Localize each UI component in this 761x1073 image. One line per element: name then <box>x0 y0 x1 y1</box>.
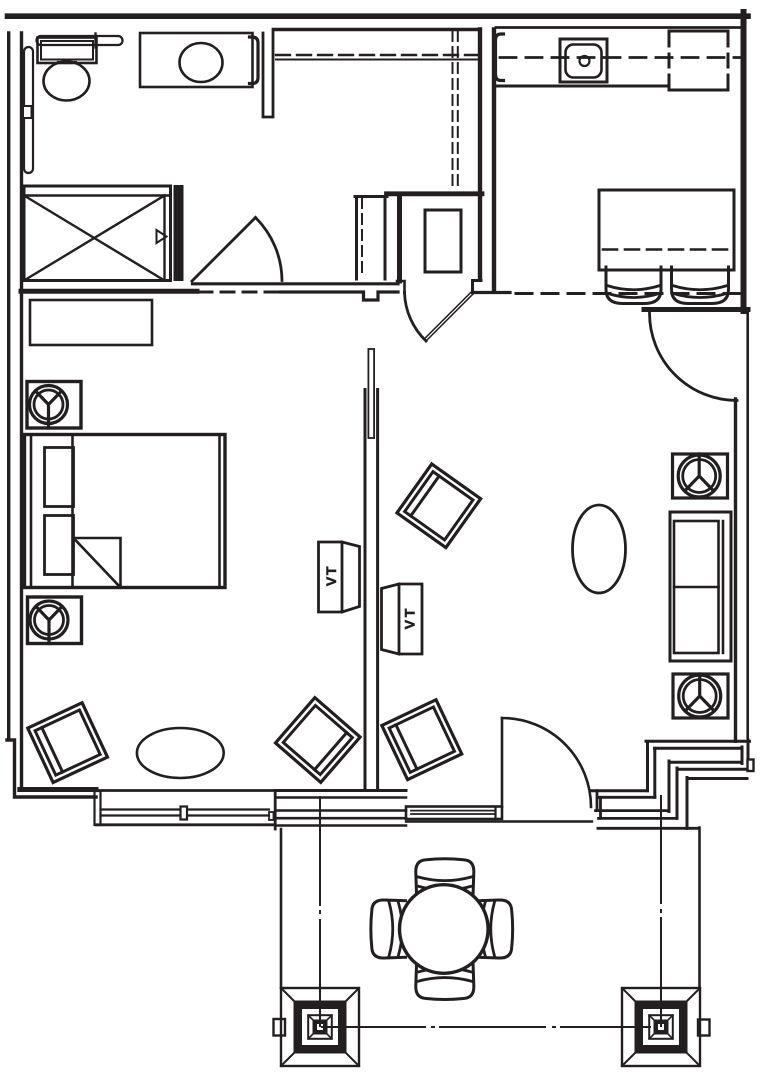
svg-text:V: V <box>323 576 339 586</box>
svg-text:T: T <box>323 566 339 575</box>
svg-text:T: T <box>402 608 418 617</box>
svg-text:V: V <box>402 619 418 629</box>
